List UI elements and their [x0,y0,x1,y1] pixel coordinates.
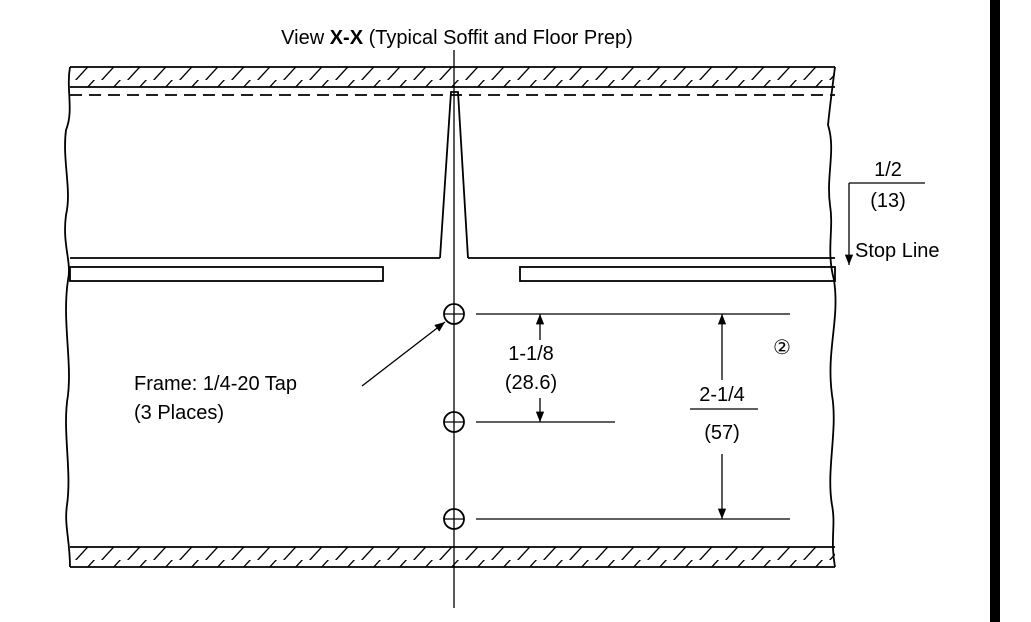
tapped-hole-3 [443,508,465,530]
stop-line-label: Stop Line [855,240,940,262]
hole-spacing-metric: (28.6) [505,372,557,394]
tap-callout: Frame: 1/4-20 Tap (3 Places) [134,321,446,424]
title-emphasis: X-X [330,27,364,49]
top-wall [70,66,835,88]
right-floor-plate [519,266,836,282]
overall-dimension: 2-1/4 (57) [690,314,758,519]
hole-spacing-dimension: 1-1/8 (28.6) [505,314,557,422]
stop-line-dimension: 1/2 (13) Stop Line [844,159,940,265]
note-marker: ② [773,337,791,359]
tapped-hole-1 [443,303,465,325]
right-border-bar [990,0,1000,622]
tapped-hole-2 [443,411,465,433]
callout-line-1: Frame: 1/4-20 Tap [134,373,297,395]
overall-imperial: 2-1/4 [699,384,745,406]
stop-dim-metric: (13) [870,190,906,212]
hole-spacing-imperial: 1-1/8 [508,343,554,365]
bottom-wall [70,546,835,568]
callout-line-2: (3 Places) [134,402,224,424]
title-prefix: View [281,27,330,49]
title-suffix: (Typical Soffit and Floor Prep) [363,27,633,49]
stop-dim-imperial: 1/2 [874,159,902,181]
overall-metric: (57) [704,422,740,444]
right-break-line [827,66,837,568]
left-floor-plate [69,266,384,282]
view-title: View X-X (Typical Soffit and Floor Prep) [281,27,633,49]
left-break-line [64,66,71,568]
